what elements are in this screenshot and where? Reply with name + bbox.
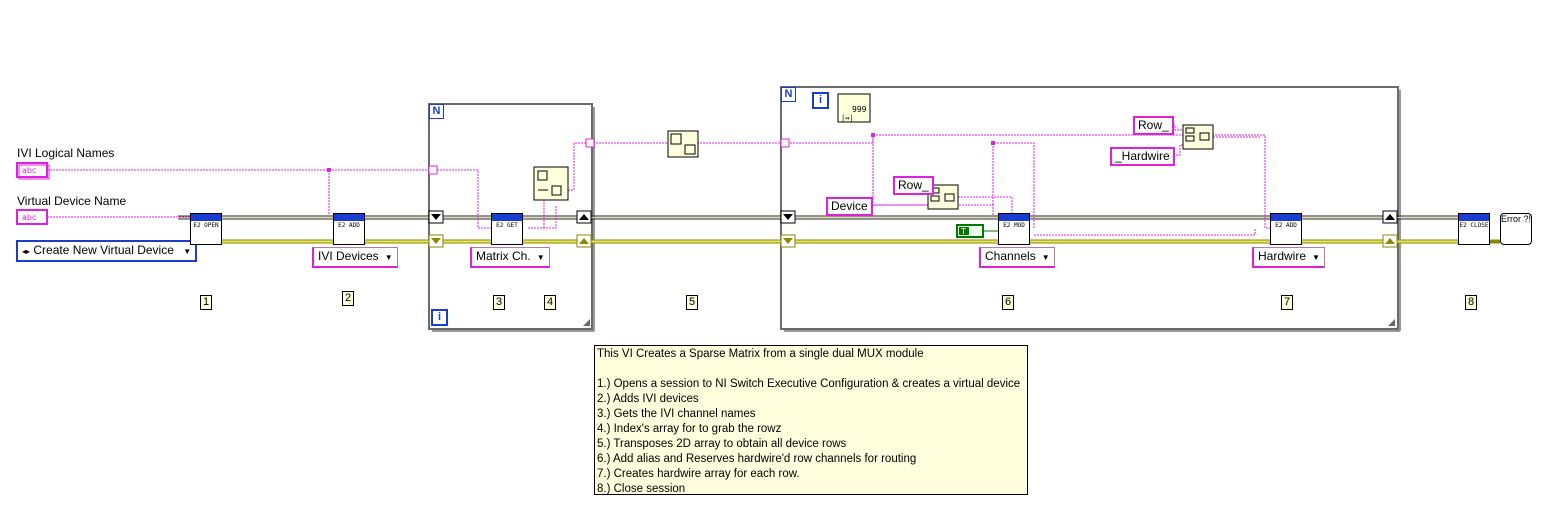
comment-title: This VI Creates a Sparse Matrix from a s…	[597, 348, 924, 360]
loop1-count-terminal[interactable]: N	[429, 104, 444, 119]
hardwire-string-constant[interactable]: _Hardwire	[1110, 147, 1175, 166]
ring-value: IVI Devices	[318, 249, 379, 263]
transpose-array-node[interactable]	[667, 130, 699, 158]
e2-close-node[interactable]: E2 CLOSE	[1458, 213, 1490, 245]
loop2-iteration-terminal[interactable]: i	[812, 92, 829, 109]
virtual-device-name-label: Virtual Device Name	[17, 194, 127, 208]
ring-value: Matrix Ch.	[476, 249, 531, 263]
comment-line: 6.) Add alias and Reserves hardwire'd ro…	[597, 453, 917, 465]
node-header-bar	[191, 214, 221, 221]
number-to-string-node[interactable]: 999 |↔|	[837, 93, 871, 123]
hardwire-ring[interactable]: Hardwire ▼	[1252, 247, 1325, 268]
shift-registers	[428, 210, 1398, 248]
node-label: E2 GET	[496, 222, 518, 229]
e2-get-node[interactable]: E2 GET	[491, 213, 523, 245]
create-mode-value: Create New Virtual Device	[33, 243, 174, 257]
e2-mod-node[interactable]: E2 MOD	[998, 213, 1030, 245]
node-header-bar	[492, 214, 522, 221]
node-label: E2 CLOSE	[1459, 222, 1489, 229]
comment-line: 1.) Opens a session to NI Switch Executi…	[597, 378, 1021, 390]
ivi-logical-names-terminal[interactable]: abc	[16, 162, 50, 180]
node-header-bar	[999, 214, 1029, 221]
comment-line: 3.) Gets the IVI channel names	[597, 408, 756, 420]
node-label: E2 ADD	[1275, 222, 1297, 229]
node-label: E2 OPEN	[193, 222, 219, 229]
chevron-down-icon: ▼	[1041, 253, 1050, 262]
step-label-5: 5	[686, 295, 698, 310]
step-label-7: 7	[1281, 295, 1293, 310]
step-label-8: 8	[1465, 295, 1477, 310]
row-string-constant-1[interactable]: Row_	[893, 176, 934, 195]
concatenate-strings-node-2[interactable]	[1182, 124, 1214, 150]
session-reference-wire	[178, 215, 1458, 220]
chevron-down-icon: ▼	[384, 253, 393, 262]
svg-text:T: T	[960, 227, 966, 236]
ring-value: Hardwire	[1258, 249, 1307, 263]
node-header-bar	[334, 214, 364, 221]
loop1-tunnels	[428, 138, 790, 175]
step-label-2: 2	[342, 291, 354, 306]
svg-text:999: 999	[852, 105, 867, 114]
node-label: E2 MOD	[1003, 222, 1025, 229]
svg-text:abc: abc	[22, 213, 36, 222]
chevron-down-icon: ▼	[183, 247, 192, 256]
e2-add-ivi-node[interactable]: E2 ADD	[333, 213, 365, 245]
comment-line: 5.) Transposes 2D array to obtain all de…	[597, 438, 847, 450]
svg-text:abc: abc	[22, 166, 36, 175]
error-handler-label: Error ?!	[1501, 214, 1532, 224]
node-header-bar	[1459, 214, 1489, 221]
error-cluster-wire	[220, 239, 1500, 244]
e2-add-hardwire-node[interactable]: E2 ADD	[1270, 213, 1302, 245]
for-loop-2[interactable]	[780, 86, 1401, 332]
chevron-down-icon: ▼	[536, 253, 545, 262]
row-string-constant-2[interactable]: Row_	[1133, 116, 1174, 135]
comment-line: 7.) Creates hardwire array for each row.	[597, 468, 800, 480]
chevron-down-icon: ▼	[1312, 253, 1320, 262]
step-label-6: 6	[1002, 295, 1014, 310]
true-constant[interactable]: T	[956, 224, 1000, 238]
loop2-count-terminal[interactable]: N	[781, 87, 796, 102]
comment-block: This VI Creates a Sparse Matrix from a s…	[594, 345, 1028, 495]
wire-junctions	[327, 133, 995, 172]
index-array-node[interactable]	[533, 166, 569, 201]
enum-arrows-icon: ◂▸	[22, 247, 31, 256]
comment-line: 2.) Adds IVI devices	[597, 393, 699, 405]
comment-line: 4.) Index's array for to grab the rowz	[597, 423, 782, 435]
loop1-iteration-terminal[interactable]: i	[431, 309, 448, 326]
ivi-logical-names-label: IVI Logical Names	[17, 146, 115, 160]
channels-ring[interactable]: Channels ▼	[979, 247, 1055, 268]
virtual-device-name-terminal[interactable]: abc	[16, 209, 48, 225]
comment-line: 8.) Close session	[597, 483, 686, 495]
ring-value: Channels	[985, 249, 1036, 263]
node-label: E2 ADD	[338, 222, 360, 229]
e2-open-node[interactable]: E2 OPEN	[190, 213, 222, 245]
device-string-constant[interactable]: Device	[826, 197, 873, 216]
string-wires	[47, 124, 1270, 236]
concatenate-strings-node-1[interactable]	[927, 184, 959, 210]
create-mode-enum[interactable]: ◂▸ Create New Virtual Device ▼	[16, 240, 198, 262]
simple-error-handler-node[interactable]: Error ?!	[1500, 213, 1532, 245]
step-label-4: 4	[544, 295, 556, 310]
matrix-channels-ring[interactable]: Matrix Ch. ▼	[470, 247, 550, 268]
node-header-bar	[1271, 214, 1301, 221]
step-label-1: 1	[200, 295, 212, 310]
step-label-3: 3	[493, 295, 505, 310]
svg-text:|↔|: |↔|	[841, 114, 854, 122]
ivi-devices-ring[interactable]: IVI Devices ▼	[312, 247, 398, 268]
